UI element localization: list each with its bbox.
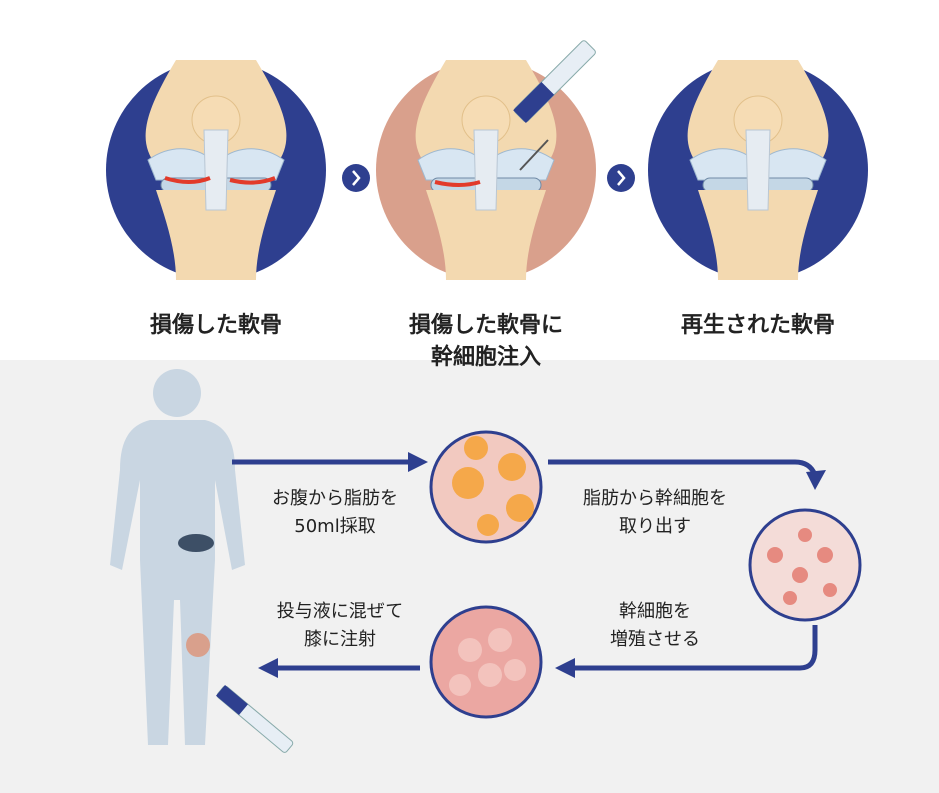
syringe-icon [216, 685, 294, 753]
step-line: 膝に注射 [304, 629, 376, 650]
label-line: 損傷した軟骨 [149, 313, 282, 338]
step-line: 増殖させる [610, 629, 700, 650]
stage-label-regenerated: 再生された軟骨 [638, 310, 878, 342]
injection-circle [376, 40, 596, 281]
abdomen-marker [178, 534, 214, 552]
next-chevron-button [607, 164, 635, 192]
next-chevron-button [342, 164, 370, 192]
stage-label-injection: 損傷した軟骨に幹細胞注入 [366, 310, 606, 374]
step-line: 取り出す [619, 516, 691, 537]
step-line: 投与液に混ぜて [276, 601, 404, 622]
arrow-heads [258, 452, 826, 678]
human-silhouette [110, 369, 245, 745]
step-line: 50ml採取 [294, 516, 376, 537]
damaged-cartilage-circle [106, 59, 326, 281]
label-line: 再生された軟骨 [680, 313, 835, 338]
step-culture: 幹細胞を増殖させる [545, 598, 765, 654]
step-extract-stem-cells: 脂肪から幹細胞を取り出す [545, 485, 765, 541]
syringe-icon [513, 40, 596, 171]
step-line: 幹細胞を [619, 601, 691, 622]
stage-label-damaged: 損傷した軟骨 [96, 310, 336, 342]
label-line: 幹細胞注入 [430, 345, 541, 370]
step-line: 脂肪から幹細胞を [583, 488, 727, 509]
regenerated-cartilage-circle [648, 59, 868, 281]
label-line: 損傷した軟骨に [408, 313, 563, 338]
stem-cells-circle [748, 508, 862, 622]
cultured-cells-circle [429, 605, 543, 719]
step-line: お腹から脂肪を [272, 488, 398, 509]
fat-cells-circle [429, 430, 543, 544]
step-inject-knee: 投与液に混ぜて膝に注射 [230, 598, 450, 654]
step-fat-harvest: お腹から脂肪を 50ml採取 [225, 485, 445, 541]
knee-marker [186, 633, 210, 657]
